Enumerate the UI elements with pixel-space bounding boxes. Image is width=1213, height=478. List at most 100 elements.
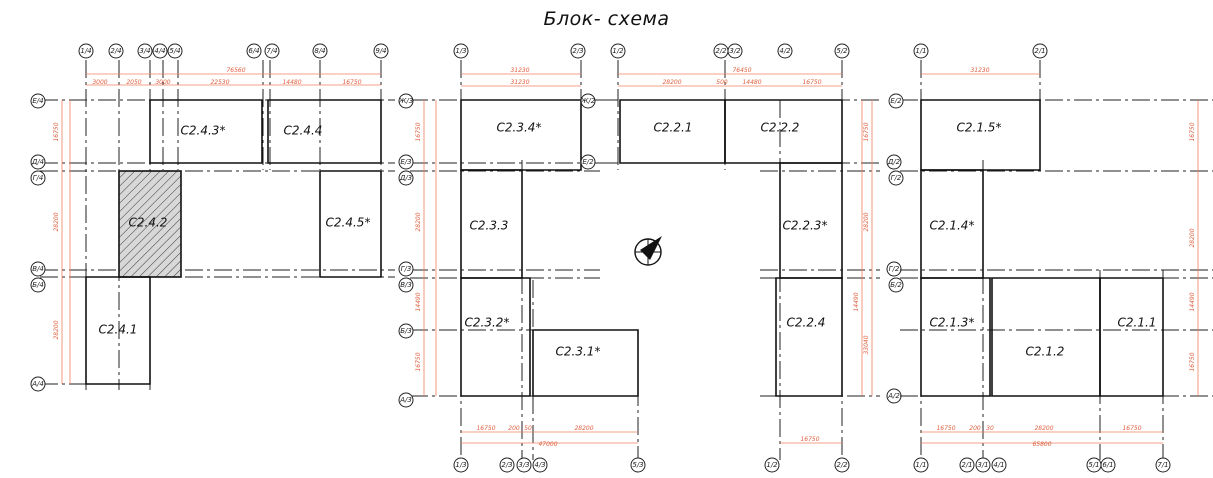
axis-marker-label: 1/3: [455, 461, 466, 469]
axis-marker-circle: [1100, 457, 1116, 473]
room-label: С2.4.5*: [326, 216, 371, 230]
room-label: С2.4.4: [284, 124, 323, 138]
axis-marker-label: 5/3: [632, 461, 643, 469]
axis-marker-circle: [1032, 43, 1048, 59]
axis-marker-label: 7/4: [266, 47, 277, 55]
axis-marker-label: 1/1: [915, 47, 926, 55]
axis-marker-label: А/2: [887, 392, 900, 400]
axis-marker-circle: [888, 93, 904, 109]
axis-marker-label: 3/2: [729, 47, 741, 55]
axis-marker-label: 1/2: [612, 47, 624, 55]
dimension-label: 30: [986, 425, 994, 432]
dimension-label: 28200: [415, 212, 422, 231]
axis-marker-label: 4/3: [534, 461, 545, 469]
axis-marker-label: Г/4: [33, 174, 44, 182]
section-4: 76560 3000 2050 3000 22530 14480 16750 1…: [30, 43, 395, 392]
dimension-label: 16750: [476, 425, 495, 432]
dimension-label: 31230: [970, 67, 989, 74]
room-label: С2.2.2: [761, 121, 800, 135]
axis-marker-circle: [886, 154, 902, 170]
axis-marker-circle: [570, 43, 586, 59]
axis-marker-circle: [398, 261, 414, 277]
dimension-label: 47000: [538, 441, 557, 448]
axis-marker-label: Е/3: [400, 158, 411, 166]
axis-marker-label: Б/2: [890, 281, 902, 289]
dimension-label: 76450: [732, 67, 751, 74]
dimension-label: 28200: [662, 79, 681, 86]
axis-marker-label: Г/3: [401, 265, 412, 273]
axis-marker-circle: [30, 93, 46, 109]
dimension-label: 500: [716, 79, 728, 86]
axis-marker-label: 5/2: [836, 47, 848, 55]
axis-marker-label: Е/2: [890, 97, 902, 105]
axis-marker-label: Ж/3: [398, 97, 413, 105]
axis-marker-label: В/4: [32, 265, 44, 273]
axis-marker-circle: [453, 43, 469, 59]
axis-marker-circle: [373, 43, 389, 59]
dimension-label: 28200: [574, 425, 593, 432]
dimension-label: 28200: [1034, 425, 1053, 432]
dimension-label: 16750: [802, 79, 821, 86]
room-label: С2.3.4*: [497, 121, 542, 135]
dimension-label: 16750: [1189, 352, 1196, 371]
dimension-label: 200: [969, 425, 981, 432]
axis-marker-circle: [834, 43, 850, 59]
axis-marker-circle: [30, 170, 46, 186]
dimension-label: 16750: [800, 436, 819, 443]
room-label: С2.4.2: [129, 216, 168, 230]
axis-marker-label: Г/2: [891, 174, 902, 182]
room-label: С2.1.2: [1026, 345, 1065, 359]
axis-marker-circle: [975, 457, 991, 473]
dimension-label: 16750: [1122, 425, 1141, 432]
axis-marker-circle: [888, 277, 904, 293]
room-label: С2.4.3*: [181, 124, 226, 138]
axis-marker-circle: [991, 457, 1007, 473]
dimension-label: 31230: [510, 67, 529, 74]
section-2: 76450 28200 500 14480 16750 16750 16750 …: [580, 43, 902, 473]
dimension-label: 22530: [210, 79, 229, 86]
axis-marker-label: Д/3: [399, 174, 412, 182]
dimension-label: 3000: [92, 79, 107, 86]
dimension-label: 16750: [936, 425, 955, 432]
dimension-label: 16750: [415, 122, 422, 141]
axis-marker-circle: [516, 457, 532, 473]
axis-marker-circle: [30, 154, 46, 170]
dimension-label: 28200: [863, 212, 870, 231]
axis-marker-circle: [913, 43, 929, 59]
axis-marker-circle: [1155, 457, 1171, 473]
axis-marker-circle: [398, 170, 414, 186]
axis-marker-circle: [764, 457, 780, 473]
axis-marker-circle: [398, 323, 414, 339]
axis-marker-circle: [108, 43, 124, 59]
axis-marker-label: Г/2: [889, 265, 900, 273]
axis-marker-label: А/4: [31, 380, 44, 388]
dimension-label: 200: [508, 425, 520, 432]
axis-marker-circle: [78, 43, 94, 59]
axis-marker-label: Б/3: [400, 327, 412, 335]
axis-marker-circle: [727, 43, 743, 59]
axis-marker-label: Е/4: [32, 97, 43, 105]
page-title: Блок- схема: [543, 8, 670, 30]
dimension-label: 14490: [415, 292, 422, 311]
dimension-label: 50: [524, 425, 532, 432]
dimension-label: 14480: [742, 79, 761, 86]
room-label: С2.1.1: [1118, 316, 1157, 330]
axis-marker-label: 9/4: [375, 47, 386, 55]
axis-marker-circle: [959, 457, 975, 473]
dimension-label: 31230: [510, 79, 529, 86]
axis-marker-circle: [610, 43, 626, 59]
axis-marker-label: Б/4: [32, 281, 44, 289]
dimension-label: 14490: [1189, 292, 1196, 311]
axis-marker-label: 3/1: [977, 461, 988, 469]
axis-marker-label: 6/4: [248, 47, 259, 55]
axis-marker-label: 2/2: [715, 47, 727, 55]
dimension-label: 33040: [863, 335, 870, 354]
dimension-label: 65800: [1032, 441, 1051, 448]
room-label: С2.2.3*: [783, 219, 828, 233]
axis-marker-circle: [834, 457, 850, 473]
dimension-label: 14490: [853, 292, 860, 311]
room-label: С2.2.1: [654, 121, 693, 135]
axis-marker-circle: [137, 43, 153, 59]
axis-marker-circle: [152, 43, 168, 59]
north-arrow-icon: [634, 236, 662, 266]
